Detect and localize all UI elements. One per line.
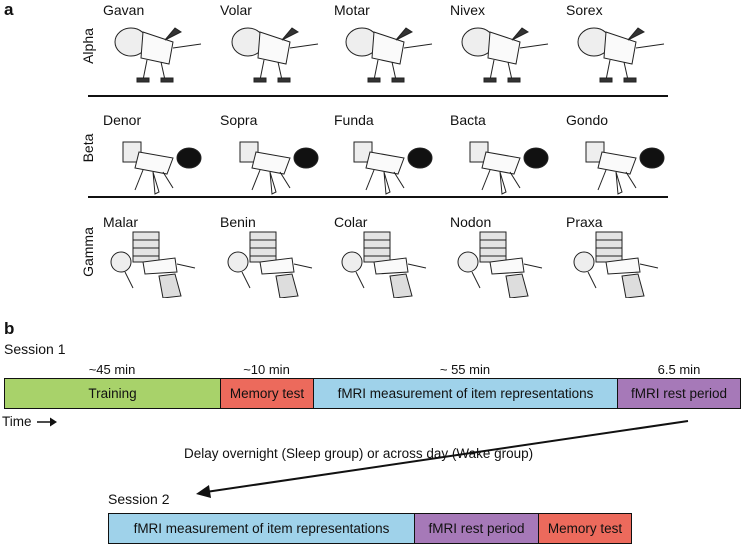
item-name-denor: Denor: [103, 112, 142, 128]
duration-rest: 6.5 min: [657, 362, 701, 377]
session1-title: Session 1: [4, 341, 66, 357]
session2-timeline: fMRI measurement of item representations…: [108, 513, 632, 544]
item-name-funda: Funda: [334, 112, 374, 128]
segment-rest-period: fMRI rest period: [415, 514, 539, 543]
item-sketch-nodon: [450, 228, 560, 298]
item-sketch-bacta: [450, 128, 560, 198]
item-name-volar: Volar: [220, 2, 252, 18]
time-label: Time: [2, 414, 32, 429]
item-sketch-benin: [220, 228, 330, 298]
item-name-bacta: Bacta: [450, 112, 486, 128]
panel-b-letter: b: [4, 319, 15, 338]
panel-a-letter: a: [4, 0, 14, 19]
item-name-colar: Colar: [334, 214, 368, 230]
item-name-gondo: Gondo: [566, 112, 609, 128]
segment-memory-test: Memory test: [221, 379, 314, 408]
item-sketch-sorex: [566, 20, 676, 90]
item-sketch-colar: [334, 228, 444, 298]
item-sketch-praxa: [566, 228, 676, 298]
session2-title: Session 2: [108, 491, 170, 507]
segment-fmri-measurement: fMRI measurement of item representations: [109, 514, 415, 543]
item-name-benin: Benin: [220, 214, 256, 230]
session1-timeline: Training Memory test fMRI measurement of…: [4, 378, 741, 409]
item-sketch-sopra: [220, 128, 330, 198]
item-name-nodon: Nodon: [450, 214, 492, 230]
item-name-sorex: Sorex: [566, 2, 603, 18]
duration-fmri-measurement: ~ 55 min: [439, 362, 491, 377]
row-divider: [88, 95, 668, 97]
segment-memory-test: Memory test: [539, 514, 631, 543]
row-divider: [88, 196, 668, 198]
item-sketch-motar: [334, 20, 444, 90]
segment-fmri-measurement: fMRI measurement of item representations: [314, 379, 618, 408]
item-name-motar: Motar: [334, 2, 370, 18]
segment-training: Training: [5, 379, 221, 408]
segment-rest-period: fMRI rest period: [618, 379, 740, 408]
duration-memory-test: ~10 min: [243, 362, 290, 377]
item-sketch-funda: [334, 128, 444, 198]
item-sketch-gondo: [566, 128, 676, 198]
item-sketch-nivex: [450, 20, 560, 90]
item-name-nivex: Nivex: [450, 2, 486, 18]
item-sketch-volar: [220, 20, 330, 90]
item-name-sopra: Sopra: [220, 112, 258, 128]
item-sketch-denor: [103, 128, 213, 198]
item-name-malar: Malar: [103, 214, 139, 230]
item-sketch-gavan: [103, 20, 213, 90]
time-arrow-icon: [37, 417, 57, 427]
item-name-gavan: Gavan: [103, 2, 145, 18]
item-sketch-malar: [103, 228, 213, 298]
duration-training: ~45 min: [88, 362, 136, 377]
item-name-praxa: Praxa: [566, 214, 603, 230]
